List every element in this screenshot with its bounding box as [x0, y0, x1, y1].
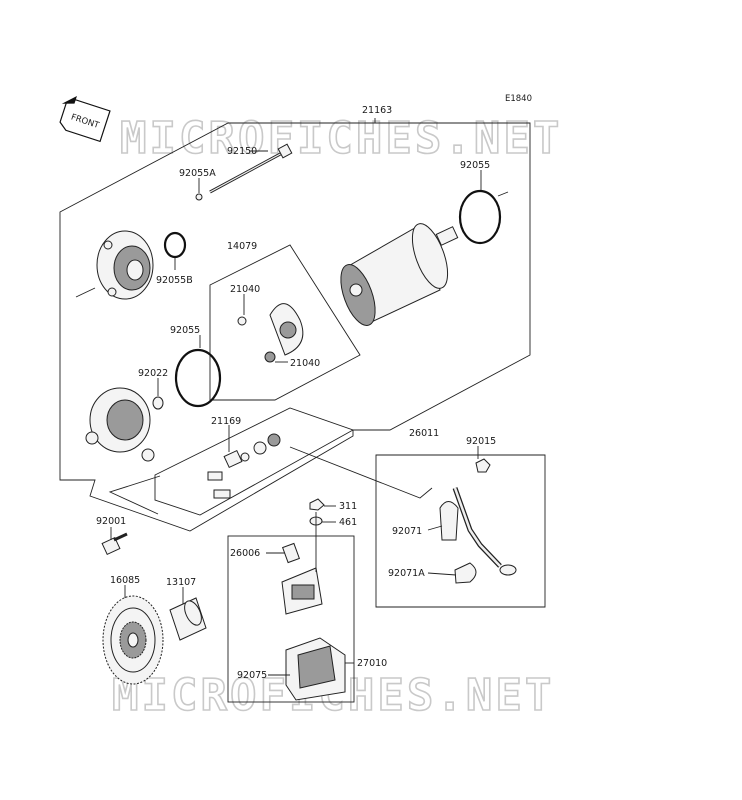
brush-plate-14079: [269, 303, 304, 356]
nut-92015: [475, 458, 491, 473]
brush-holder-21169: [207, 433, 281, 499]
watermark-top: MICROFICHES.NET: [120, 113, 562, 164]
o-ring-92055B: [163, 231, 187, 259]
label-21163: 21163: [362, 105, 392, 116]
label-92071: 92071: [392, 526, 422, 537]
starter-cable-26011: [452, 487, 517, 576]
starter-idle-gear-16085: [102, 595, 164, 685]
label-21169: 21169: [211, 416, 241, 427]
label-92022: 92022: [138, 368, 168, 379]
label-92001: 92001: [96, 516, 126, 527]
label-21040-b: 21040: [290, 358, 320, 369]
shaft-13107: [169, 597, 207, 641]
label-311: 311: [339, 501, 357, 512]
fuse-26006: [281, 542, 301, 564]
label-461: 461: [339, 517, 357, 528]
relay-group-outline: [227, 535, 355, 703]
bolt-leader-outline: [108, 475, 161, 515]
starter-relay: [281, 567, 323, 615]
washer-92022: [152, 396, 164, 410]
label-92055-top: 92055: [460, 160, 490, 171]
leader-lines: [110, 150, 482, 676]
part-labels: 21163 92150 92055A 92055 92055B 14079 21…: [96, 105, 496, 681]
label-27010: 27010: [357, 658, 387, 669]
label-26006: 26006: [230, 548, 260, 559]
terminal-cover-92071A: [454, 562, 477, 584]
o-ring-92055A: [195, 193, 203, 201]
label-92071A: 92071A: [388, 568, 425, 579]
label-16085: 16085: [110, 575, 140, 586]
front-arrow-badge: FRONT: [59, 96, 111, 143]
label-92015: 92015: [466, 436, 496, 447]
terminal-cover-92071: [439, 501, 459, 541]
assembly-21163-outline: [59, 118, 531, 532]
label-92055B: 92055B: [156, 275, 193, 286]
starter-yoke-armature: [340, 223, 459, 326]
long-bolt-92150: [209, 143, 293, 194]
o-ring-92055-mid: [174, 348, 222, 408]
cable-group-outline: [375, 454, 546, 608]
rear-cover: [96, 230, 154, 300]
label-26011: 26011: [409, 428, 439, 439]
label-92150: 92150: [227, 146, 257, 157]
label-13107: 13107: [166, 577, 196, 588]
diagram-code: E1840: [505, 94, 532, 104]
label-21040-a: 21040: [230, 284, 260, 295]
brush-holder-group-outline: [154, 407, 355, 516]
nut-311: [309, 498, 325, 511]
label-92055-mid: 92055: [170, 325, 200, 336]
label-14079: 14079: [227, 241, 257, 252]
label-92075: 92075: [237, 670, 267, 681]
brush-plate-group-outline: [209, 244, 361, 401]
o-ring-92055-top: [458, 189, 502, 245]
brush-spring-21040-a: [237, 316, 247, 326]
front-cover: [85, 387, 155, 462]
cable-leader-outline: [289, 446, 433, 499]
label-92055A: 92055A: [179, 168, 216, 179]
bolt-92001: [101, 532, 128, 556]
relay-cover-92075: [285, 637, 346, 701]
brush-spring-21040-b: [264, 351, 276, 363]
